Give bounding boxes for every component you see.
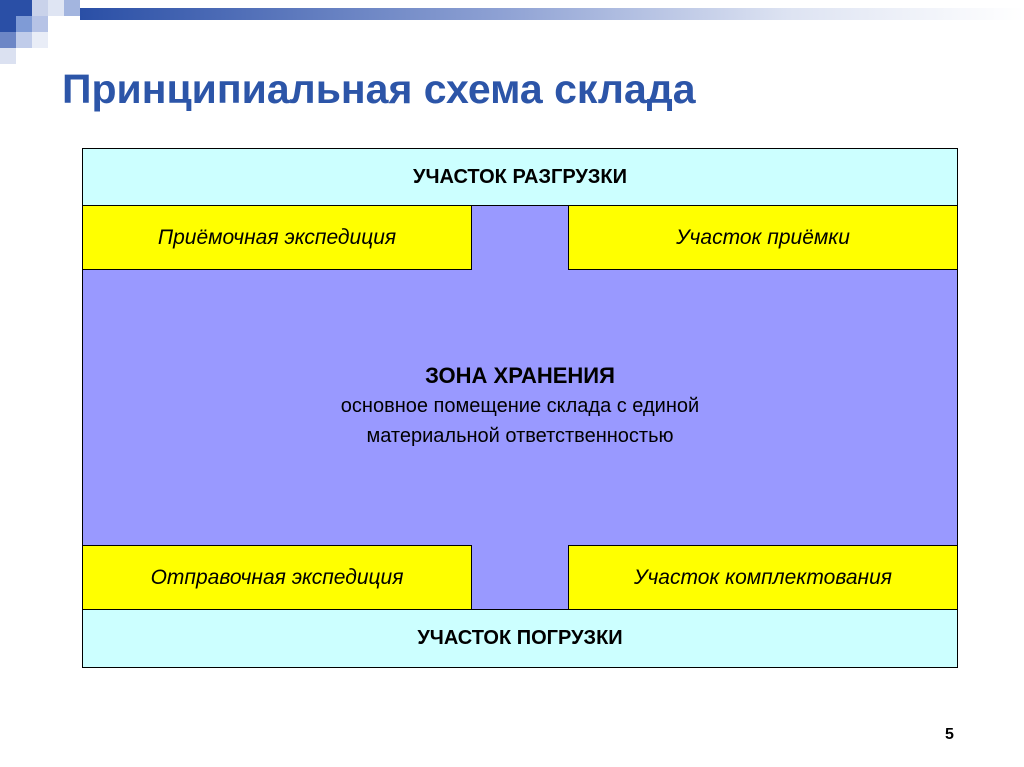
decor-square — [32, 16, 48, 32]
decor-square — [64, 0, 80, 16]
loading-area: УЧАСТОК ПОГРУЗКИ — [82, 609, 958, 668]
acceptance-area: Участок приёмки — [568, 205, 958, 270]
decor-square — [32, 0, 48, 16]
decor-square — [48, 16, 64, 32]
decor-square — [32, 32, 48, 48]
storage-zone-title: ЗОНА ХРАНЕНИЯ — [425, 363, 615, 388]
receiving-expedition: Приёмочная экспедиция — [82, 205, 472, 270]
decor-square — [0, 48, 16, 64]
storage-zone-description-line2: материальной ответственностью — [366, 425, 674, 447]
decor-square — [0, 32, 16, 48]
decor-square — [16, 32, 32, 48]
decor-square — [48, 0, 64, 16]
page-number: 5 — [945, 726, 954, 743]
header-gradient-bar — [80, 8, 1024, 20]
unloading-area: УЧАСТОК РАЗГРУЗКИ — [82, 148, 958, 206]
storage-zone-description-line1: основное помещение склада с единой — [340, 395, 700, 417]
warehouse-diagram: УЧАСТОК РАЗГРУЗКИ Приёмочная экспедиция … — [82, 148, 958, 668]
decor-square — [16, 16, 32, 32]
slide-title: Принципиальная схема склада — [62, 66, 696, 112]
shipping-expedition: Отправочная экспедиция — [82, 545, 472, 610]
picking-area: Участок комплектования — [568, 545, 958, 610]
storage-zone: ЗОНА ХРАНЕНИЯ основное помещение склада … — [262, 361, 778, 451]
